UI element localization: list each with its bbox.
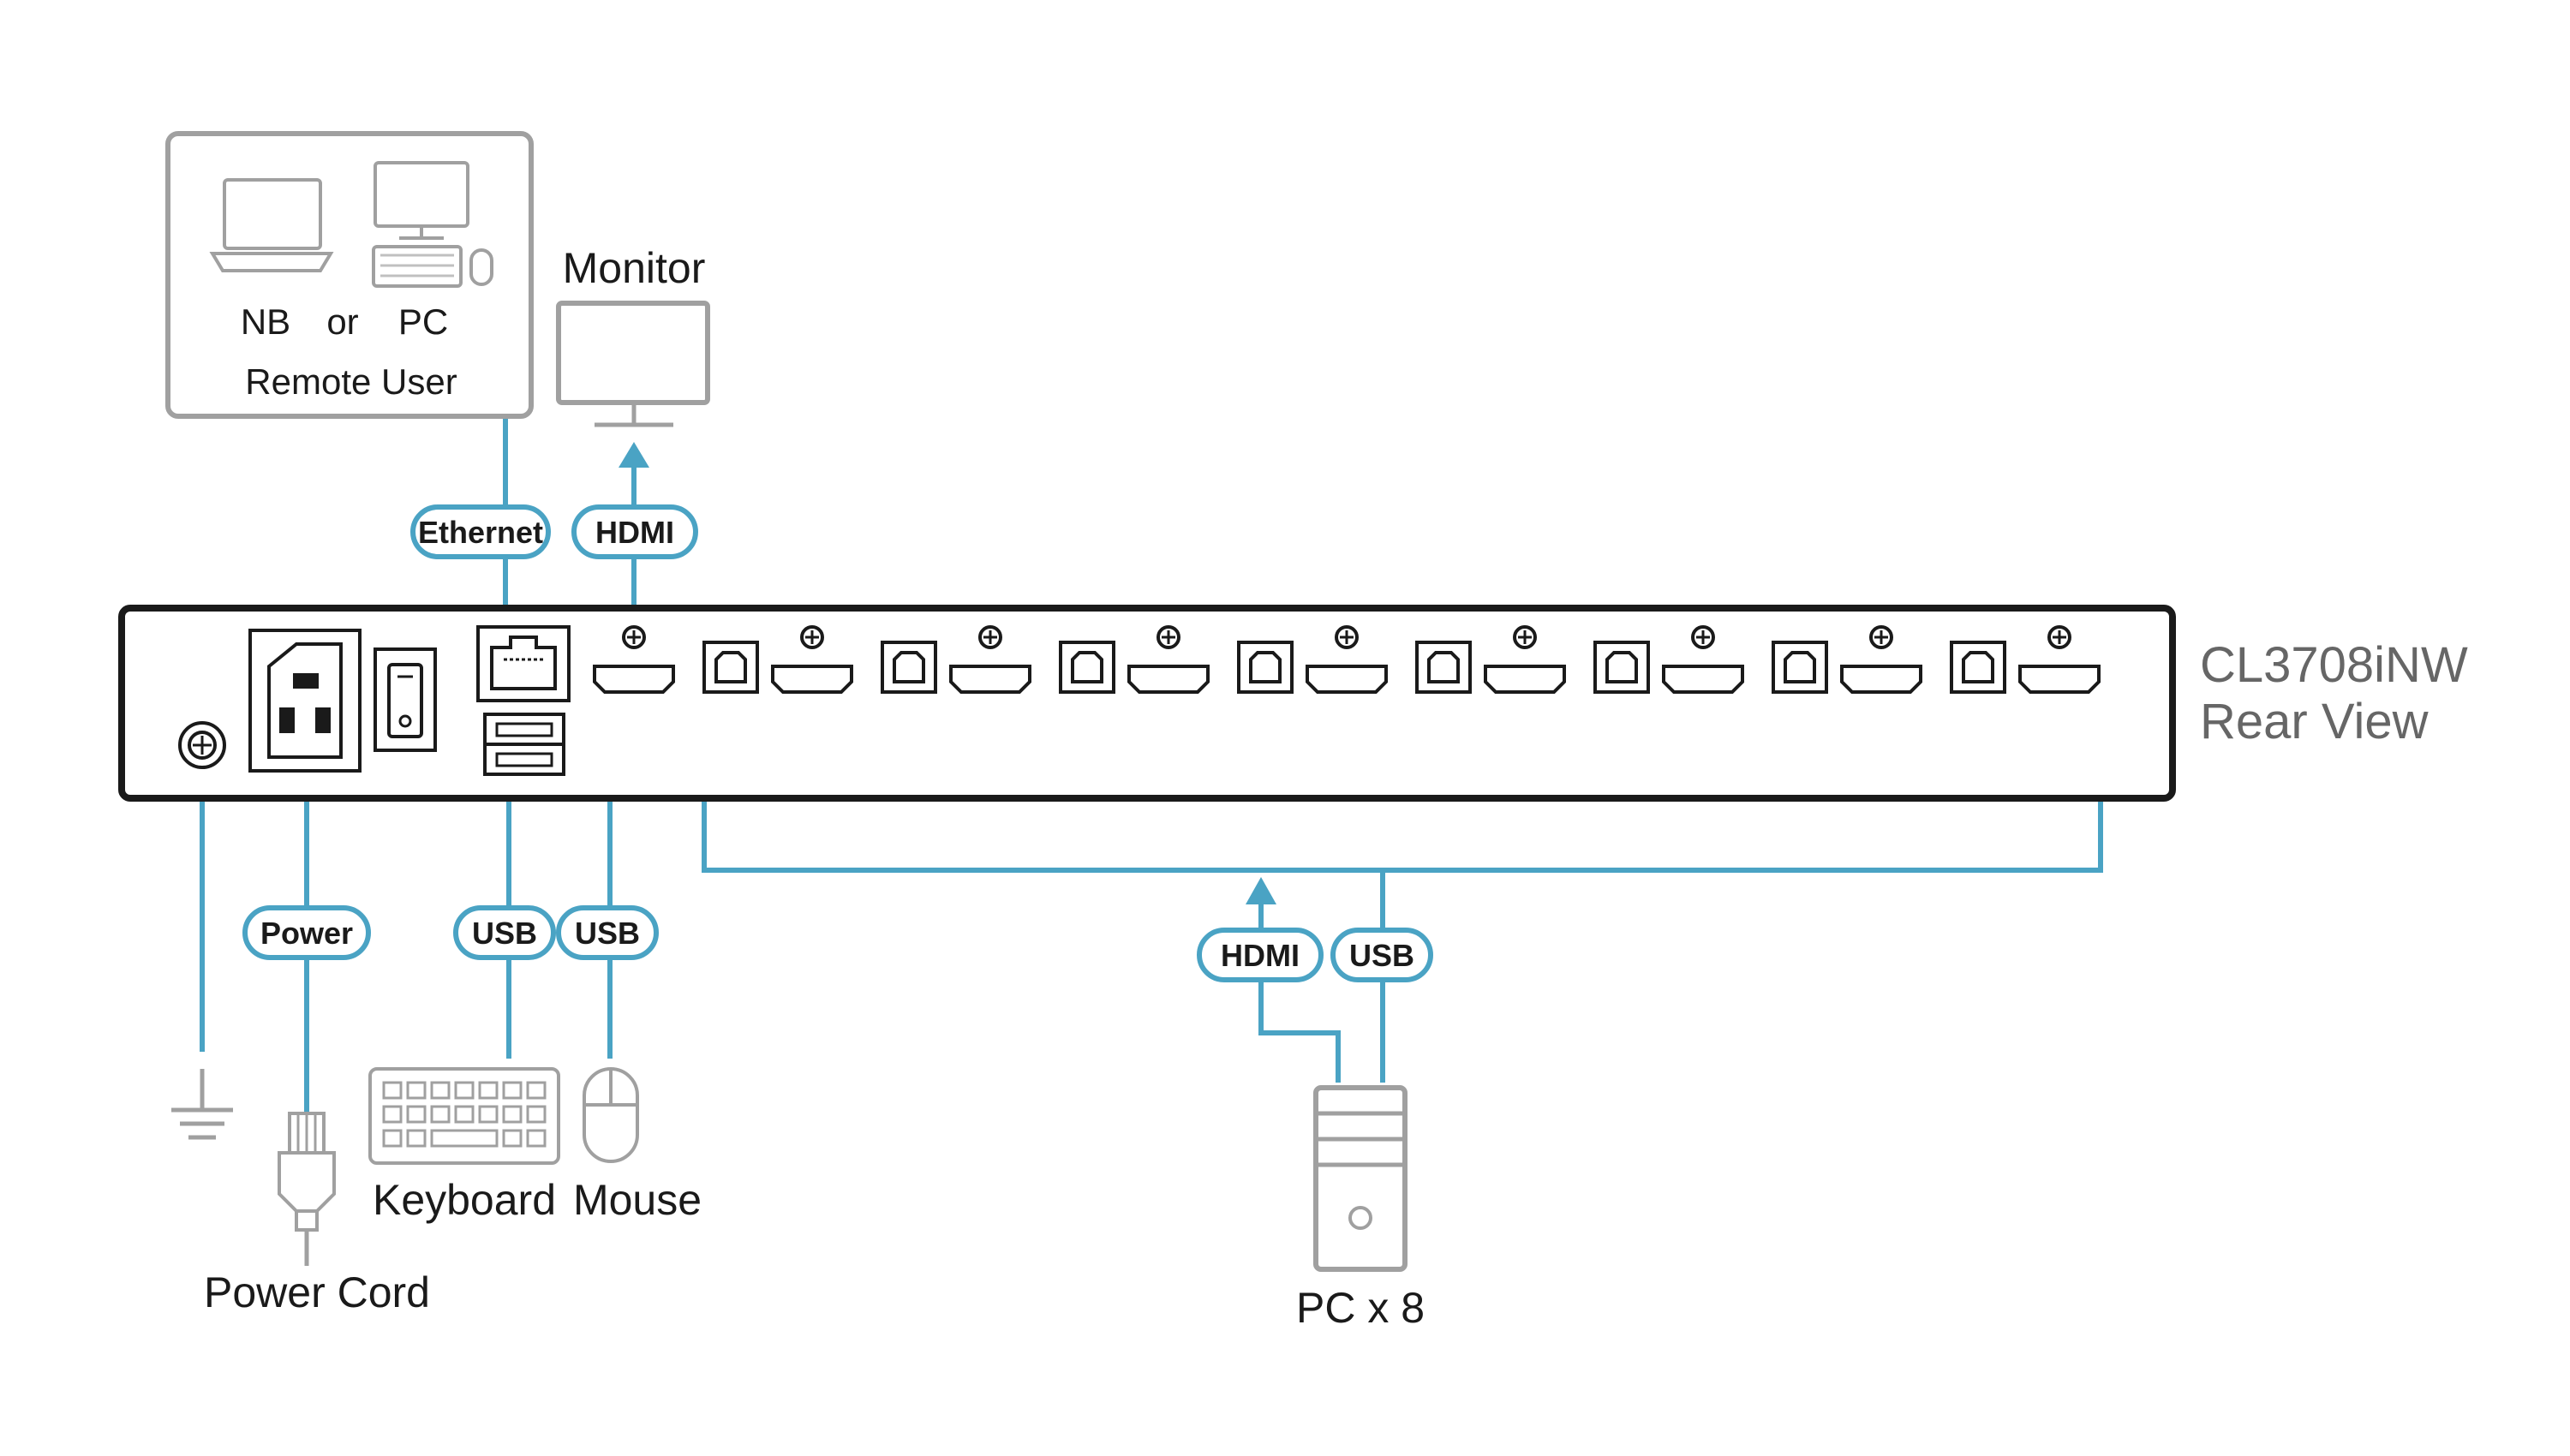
kvm-device [118, 605, 2176, 802]
power-plug-icon [278, 1112, 336, 1266]
monitor-icon [556, 301, 710, 427]
usb-keyboard-pill: USB [453, 905, 556, 960]
power-cord-label: Power Cord [204, 1268, 430, 1316]
hdmi-pc-pill: HDMI [1197, 928, 1324, 982]
ground-symbol-icon [171, 1069, 233, 1140]
usb-mouse-pill-label: USB [575, 916, 640, 951]
hdmi-monitor-arrow [619, 442, 649, 468]
mouse-label: Mouse [573, 1176, 702, 1224]
pc-port-pair-5[interactable] [1415, 625, 1566, 694]
pc-port-pair-7[interactable] [1772, 625, 1922, 694]
ground-screw-icon [178, 721, 226, 769]
pc-port-pair-1[interactable] [702, 625, 853, 694]
usb-a-ports-icon[interactable] [483, 713, 565, 776]
remote-nb-label: NB [241, 301, 290, 342]
ethernet-pill-label: Ethernet [418, 515, 543, 550]
power-switch-icon[interactable] [374, 647, 437, 752]
pc-port-pair-3[interactable] [1059, 625, 1210, 694]
power-pill: Power [242, 905, 371, 960]
ethernet-pill: Ethernet [410, 504, 551, 559]
remote-user-title: Remote User [245, 361, 457, 402]
usb-keyboard-pill-label: USB [472, 916, 537, 951]
power-socket-icon [248, 629, 362, 773]
remote-pc-label: PC [398, 301, 448, 342]
hdmi-pc-pill-label: HDMI [1221, 938, 1300, 973]
device-view-label: Rear View [2200, 694, 2430, 749]
usb-mouse-pill: USB [556, 905, 659, 960]
monitor: Monitor [556, 244, 710, 427]
keyboard-icon [368, 1067, 560, 1165]
monitor-label: Monitor [563, 244, 706, 292]
keyboard-label: Keyboard [373, 1176, 556, 1224]
pc-hdmi-arrow [1246, 877, 1276, 904]
mouse-icon [583, 1067, 639, 1163]
device-model-label: CL3708iNW [2200, 637, 2468, 693]
hdmi-out-pill-label: HDMI [595, 515, 674, 550]
pc-port-pair-2[interactable] [881, 625, 1031, 694]
desktop-pc-icon [372, 161, 493, 288]
pc-port-pair-8[interactable] [1950, 625, 2101, 694]
power-pill-label: Power [260, 916, 353, 951]
pc-port-pair-6[interactable] [1593, 625, 1744, 694]
laptop-icon [209, 178, 334, 272]
hdmi-out-pill: HDMI [571, 504, 698, 559]
pc-tower-icon [1313, 1085, 1408, 1272]
ethernet-port-icon[interactable] [476, 625, 571, 702]
pc-port-pair-4[interactable] [1237, 625, 1388, 694]
pc-count-label: PC x 8 [1296, 1284, 1425, 1332]
usb-pc-pill: USB [1330, 928, 1433, 982]
remote-or-label: or [326, 301, 358, 342]
hdmi-output-port-icon[interactable] [593, 625, 675, 694]
usb-pc-pill-label: USB [1349, 938, 1414, 973]
remote-user-box: NB or PC Remote User [165, 131, 534, 419]
kvm-chassis [118, 605, 2176, 802]
